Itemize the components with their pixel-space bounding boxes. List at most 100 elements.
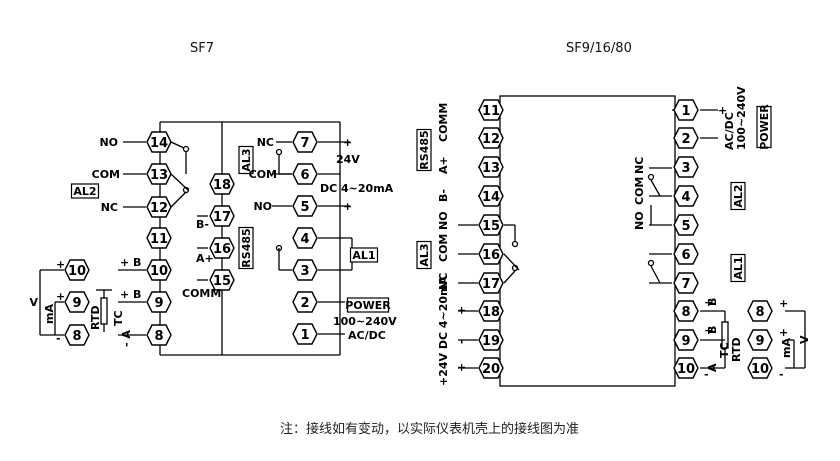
sf9-terminal-9-number: 9 xyxy=(681,334,690,349)
sf7-nc-label: NC xyxy=(101,201,118,214)
sf9-terminal-7-number: 7 xyxy=(681,277,690,292)
sf7-ma-label: mA xyxy=(43,304,56,324)
sf7-terminal-8-left: 8 xyxy=(64,324,90,346)
sf9-plus6-label: + xyxy=(779,297,788,310)
sf9-terminal-19: 19 xyxy=(478,329,504,351)
sf9-power-badge-frame xyxy=(756,105,772,149)
sf7-terminal-7: 7 xyxy=(292,131,318,153)
sf7-plus-out-label: + xyxy=(343,136,352,149)
sf7-terminal-17-number: 17 xyxy=(213,210,231,225)
sf7-al2-badge-frame xyxy=(70,183,100,199)
sf9-no-label: NO xyxy=(437,211,450,230)
sf9-terminal-9-ext: 9 xyxy=(747,329,773,351)
sf9-terminal-10-number: 10 xyxy=(677,362,695,377)
sf9-terminal-1-number: 1 xyxy=(681,104,690,119)
sf9-rs485-badge: RS485 xyxy=(416,128,432,172)
sf7-left-wiring xyxy=(39,141,190,336)
sf7-terminal-9-hex xyxy=(146,291,172,313)
sf9-terminal-8-hex xyxy=(673,300,699,322)
sf9-terminal-16: 16 xyxy=(478,243,504,265)
sf9-terminal-3-number: 3 xyxy=(681,161,690,176)
sf7-terminal-3-number: 3 xyxy=(300,264,309,279)
sf7-terminal-3: 3 xyxy=(292,259,318,281)
sf7-al3-badge: AL3 xyxy=(238,145,254,175)
sf7-minus-label: - xyxy=(56,332,61,345)
sf9-al2-badge-text: AL2 xyxy=(732,184,745,207)
sf7-title: SF7 xyxy=(190,41,214,56)
sf7-terminal-4-number: 4 xyxy=(300,232,309,247)
sf9-terminal-12-number: 12 xyxy=(482,132,500,147)
sf7-v-label: V xyxy=(29,296,38,309)
sf7-terminal-5-hex xyxy=(292,195,318,217)
sf7-al2-badge-text: AL2 xyxy=(73,185,96,198)
sf9-power-badge: POWER xyxy=(756,104,772,150)
sf7-a-plus-label: A+ xyxy=(196,252,214,265)
sf9-terminal-17-hex xyxy=(478,272,504,294)
sf9-body xyxy=(499,95,676,387)
sf7-middle-wiring xyxy=(197,215,208,281)
sf9-terminal-4: 4 xyxy=(673,185,699,207)
sf9-plus4-label: + xyxy=(704,296,713,309)
sf7-terminal-11: 11 xyxy=(146,227,172,249)
sf9-al3-badge: AL3 xyxy=(416,240,432,270)
sf7-terminal-16-hex xyxy=(209,237,235,259)
sf9-terminal-8-ext-hex xyxy=(747,300,773,322)
sf7-terminal-3-hex xyxy=(292,259,318,281)
sf9-terminal-5-hex xyxy=(673,214,699,236)
sf9-terminal-4-number: 4 xyxy=(681,190,690,205)
sf7-terminal-9-left-number: 9 xyxy=(72,296,81,311)
sf9-terminal-20-number: 20 xyxy=(482,362,500,377)
sf7-com-label: COM xyxy=(92,168,120,181)
sf9-terminal-10: 10 xyxy=(673,357,699,379)
sf9-al1-badge-text: AL1 xyxy=(732,256,745,279)
sf9-al3-badge-frame xyxy=(416,240,432,270)
sf9-comm-label: COMM xyxy=(437,103,450,142)
sf7-terminal-5: 5 xyxy=(292,195,318,217)
sf7-terminal-17-hex xyxy=(209,205,235,227)
sf9-terminal-19-hex xyxy=(478,329,504,351)
sf9-terminal-16-hex xyxy=(478,243,504,265)
sf9-terminal-14-hex xyxy=(478,185,504,207)
sf7-terminal-2-hex xyxy=(292,291,318,313)
sf9-minus2-label: - xyxy=(704,368,709,381)
sf7-al1-badge: AL1 xyxy=(349,247,379,263)
sf7-terminal-10-right-number: 10 xyxy=(150,264,168,279)
sf7-terminal-8-left-number: 8 xyxy=(72,329,81,344)
sf7-terminal-9-number: 9 xyxy=(154,296,163,311)
sf7-terminal-15: 15 xyxy=(209,269,235,291)
sf9-terminal-2-number: 2 xyxy=(681,132,690,147)
sf7-voltage-label: 100~240V xyxy=(333,315,397,328)
sf9-terminal-6: 6 xyxy=(673,243,699,265)
sf9-terminal-3: 3 xyxy=(673,156,699,178)
sf9-terminal-19-number: 19 xyxy=(482,334,500,349)
sf9-terminal-18-number: 18 xyxy=(482,305,500,320)
sf7-acdc-label: AC/DC xyxy=(348,329,386,342)
sf7-terminal-6-hex xyxy=(292,163,318,185)
sf9-terminal-1-hex xyxy=(673,99,699,121)
sf7-terminal-5-number: 5 xyxy=(300,200,309,215)
sf9-terminal-9-hex xyxy=(673,329,699,351)
sf9-terminal-13-number: 13 xyxy=(482,161,500,176)
sf7-b-plus-label: + B xyxy=(120,256,141,269)
sf7-24v-label: 24V xyxy=(336,153,360,166)
sf7-terminal-1: 1 xyxy=(292,323,318,345)
sf7-plus2-label: + xyxy=(56,290,65,303)
sf9-terminal-8-ext-number: 8 xyxy=(755,305,764,320)
sf9-terminal-1: 1 xyxy=(673,99,699,121)
sf9-al1-badge: AL1 xyxy=(730,253,746,283)
sf9-terminal-2: 2 xyxy=(673,127,699,149)
sf9-rs485-badge-text: RS485 xyxy=(418,130,431,169)
sf9-power-badge-text: POWER xyxy=(758,104,771,150)
sf7-terminal-7-hex xyxy=(292,131,318,153)
sf9-plus2-label: + xyxy=(455,363,468,372)
sf7-al1-badge-frame xyxy=(349,247,379,263)
sf9-terminal-9: 9 xyxy=(673,329,699,351)
sf9-title: SF9/16/80 xyxy=(566,41,632,56)
sf9-terminal-5-number: 5 xyxy=(681,219,690,234)
sf9-terminal-13-hex xyxy=(478,156,504,178)
sf7-terminal-9-left: 9 xyxy=(64,291,90,313)
sf9-plus-label: + xyxy=(455,306,468,315)
sf9-terminal-10-hex xyxy=(673,357,699,379)
sf9-v-label: V xyxy=(798,335,811,344)
sf7-terminal-10-number: 10 xyxy=(68,264,86,279)
